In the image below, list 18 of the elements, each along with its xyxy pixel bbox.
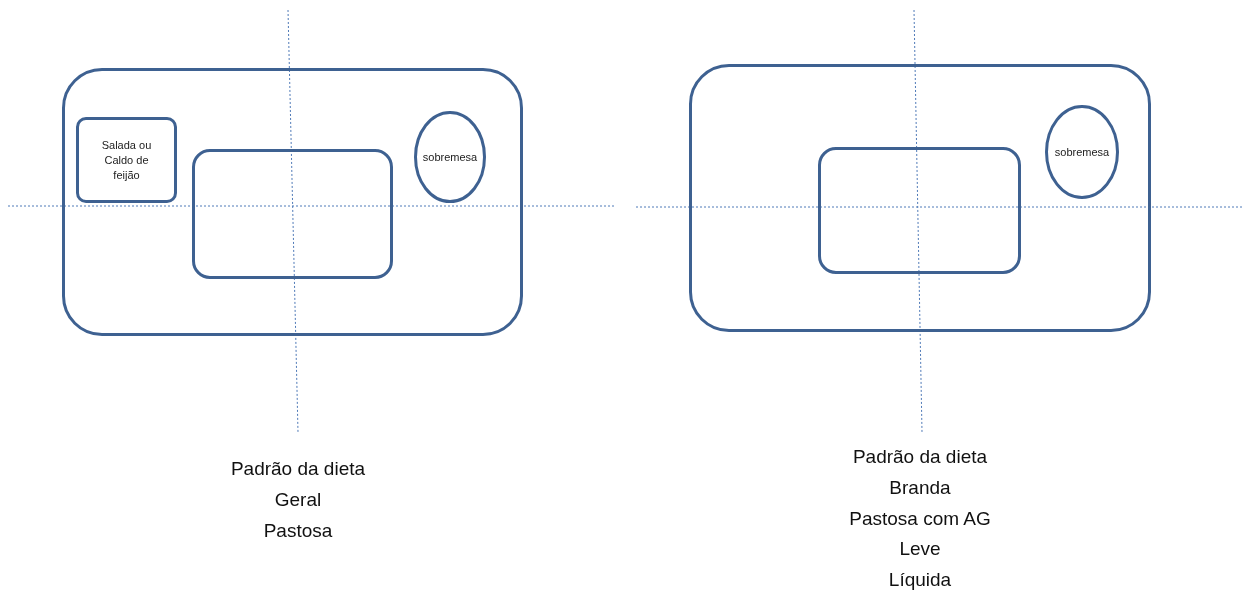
caption-line: Pastosa com AG [849,508,991,530]
caption-line: Padrão da dieta [852,446,988,468]
tray-outline [689,64,1151,332]
caption-line: Branda [889,477,951,499]
caption-line: Geral [274,489,322,511]
tray-outline [62,68,523,336]
caption-line: Pastosa [263,520,333,542]
main-dish-box [192,149,393,279]
dessert-ellipse [414,111,486,203]
caption-line: Líquida [888,569,952,590]
main-dish-box [818,147,1021,274]
dish-label: sobremesa [1053,144,1111,160]
dessert-ellipse [1045,105,1119,199]
dish-label: Salada ou Caldo de feijão [100,137,153,183]
side-dish-box [76,117,177,203]
dish-label: sobremesa [421,149,479,165]
caption-line: Leve [899,538,941,560]
caption-line: Padrão da dieta [230,458,366,480]
